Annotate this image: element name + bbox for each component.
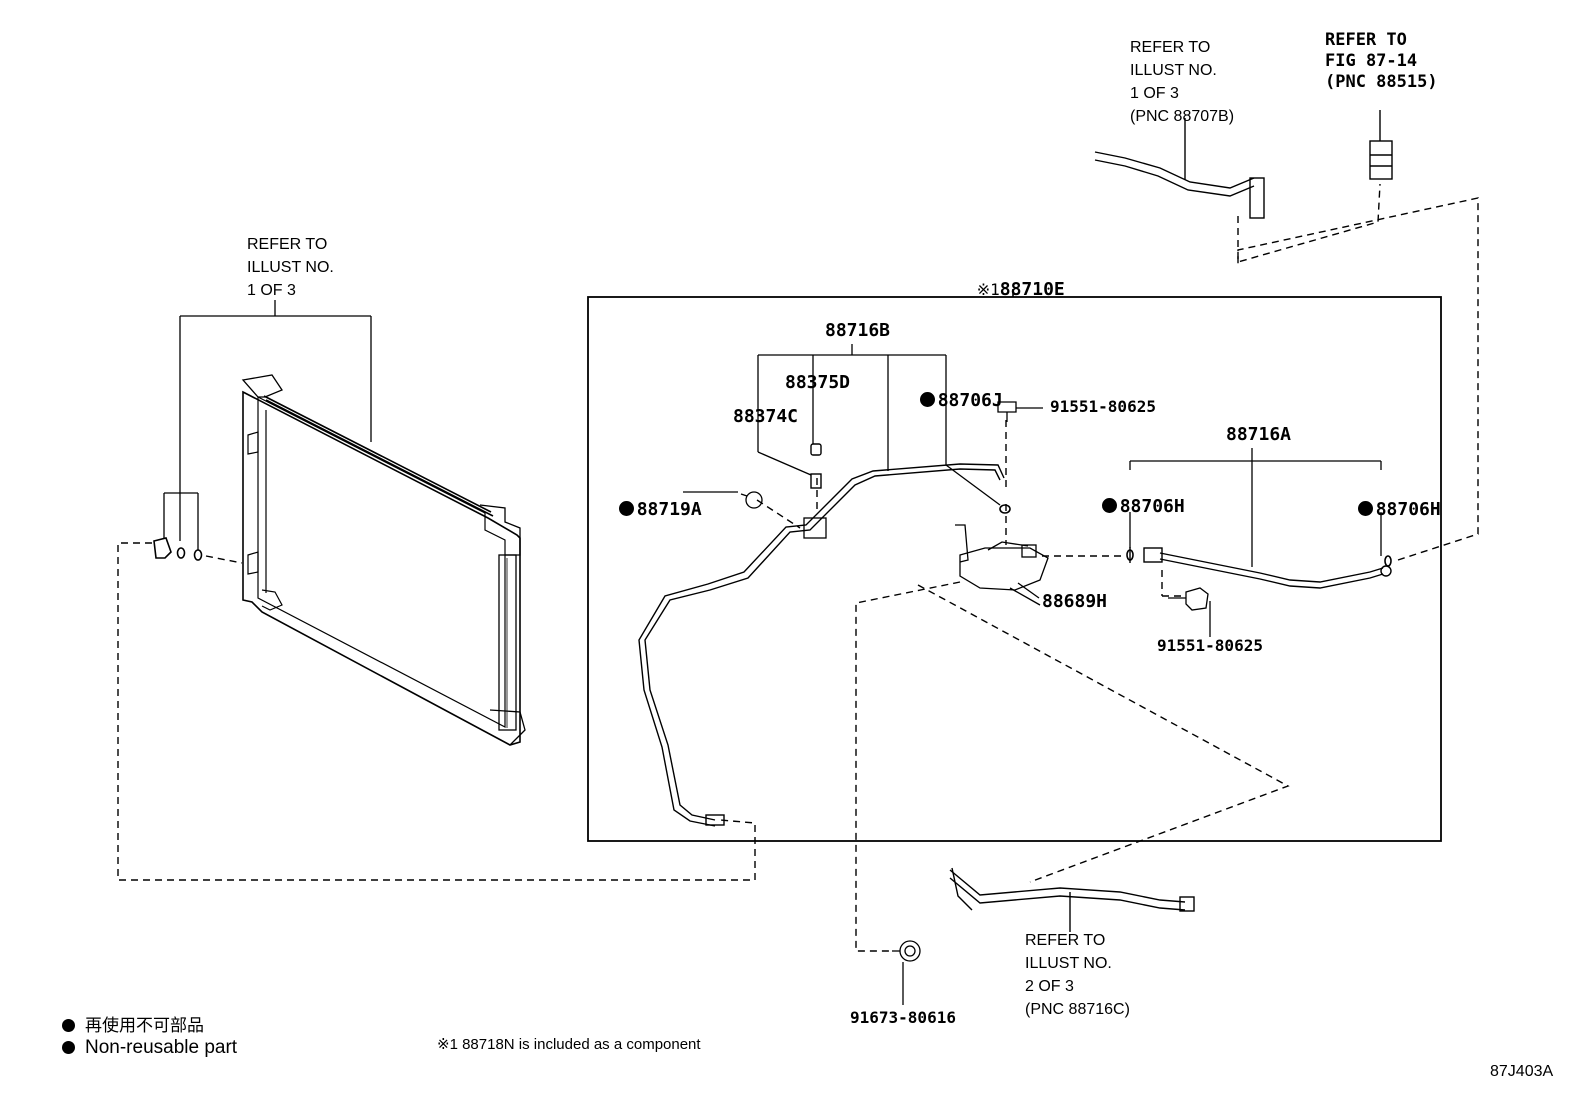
label-88374C: 88374C xyxy=(733,406,799,427)
bracket-88716B xyxy=(683,344,1001,506)
nonreusable-bullet xyxy=(618,501,634,516)
oring-88706H-right xyxy=(1384,555,1392,567)
left-fittings xyxy=(153,537,203,561)
bolt-bottom xyxy=(892,940,921,962)
label-bolt-bottom: 91673-80616 xyxy=(850,1008,956,1027)
nonreusable-bullet xyxy=(1101,498,1117,513)
nonreusable-bullet xyxy=(919,392,935,407)
part-number: 88706J xyxy=(937,390,1003,411)
label-bolt-top: 91551-80625 xyxy=(1050,397,1156,416)
ref-bottom: REFER TO ILLUST NO. 2 OF 3 (PNC 88716C) xyxy=(1025,932,1130,1018)
part-number: 88719A xyxy=(636,499,702,520)
label-88716A: 88716A xyxy=(1226,424,1292,445)
legend-en: Non-reusable part xyxy=(62,1037,237,1059)
plug-88719A xyxy=(740,491,763,509)
oring-88706H-left xyxy=(1126,549,1134,561)
label-88716B: 88716B xyxy=(825,320,891,341)
leader-88689H xyxy=(1017,582,1040,599)
oring-88706J xyxy=(999,504,1011,514)
tube-88716B xyxy=(638,443,1005,827)
nonreusable-bullet xyxy=(1357,501,1373,516)
hose-88707B xyxy=(1094,118,1265,219)
part-number: 88706H xyxy=(1119,496,1185,517)
legend-bullet xyxy=(62,1041,75,1054)
legend-en-text: Non-reusable part xyxy=(85,1037,238,1058)
ref-left: REFER TO ILLUST NO. 1 OF 3 xyxy=(247,236,334,299)
hose-88716C xyxy=(949,867,1195,932)
label-88710E: ※188710E xyxy=(955,263,1065,299)
component-note: ※1 88718N is included as a component xyxy=(437,1036,701,1053)
valve-block-88689H xyxy=(955,524,1049,606)
legend-jp: 再使用不可部品 xyxy=(62,1011,204,1036)
tube-88716A xyxy=(1129,547,1392,589)
label-bolt-mid: 91551-80625 xyxy=(1157,636,1263,655)
assembly-number: 88710E xyxy=(999,279,1065,300)
label-88706J: 88706J xyxy=(898,374,1003,410)
label-88706H-left: 88706H xyxy=(1080,480,1185,516)
bracket-88716A xyxy=(1129,448,1382,567)
part-number: 88706H xyxy=(1375,499,1441,520)
condenser xyxy=(241,374,526,746)
bolt-mid xyxy=(1168,587,1209,611)
dashed-connections xyxy=(117,183,1479,952)
label-88375D: 88375D xyxy=(785,372,851,393)
legend-bullet xyxy=(62,1019,75,1032)
legend-jp-text: 再使用不可部品 xyxy=(85,1016,204,1035)
label-88719A: 88719A xyxy=(597,483,702,519)
assembly-mark: ※1 xyxy=(976,280,1000,299)
left-ref-bracket xyxy=(163,300,372,550)
switch-88515 xyxy=(1369,110,1393,180)
label-88706H-right: 88706H xyxy=(1336,483,1441,519)
bolt-top xyxy=(997,401,1017,422)
ref-top-right: REFER TO FIG 87-14 (PNC 88515) xyxy=(1325,30,1438,92)
label-88689H: 88689H xyxy=(1042,591,1108,612)
ref-top-center: REFER TO ILLUST NO. 1 OF 3 (PNC 88707B) xyxy=(1130,39,1235,125)
diagram-id: 87J403A xyxy=(1490,1063,1554,1080)
assembly-box xyxy=(587,296,1442,842)
